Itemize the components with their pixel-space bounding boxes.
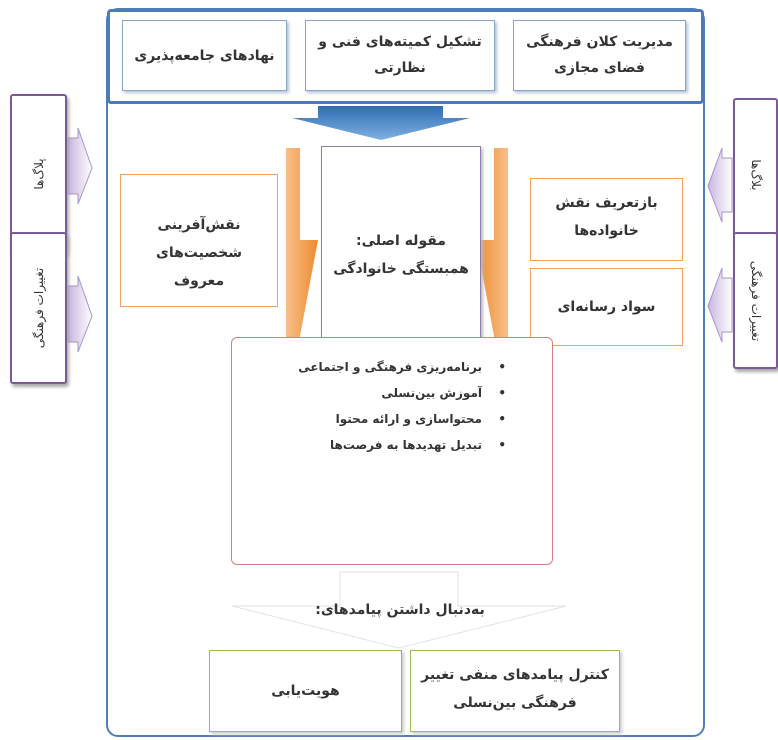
side-left-cultural-text: تغییرات فرهنگی (31, 267, 46, 349)
macro-management-text: مدیریت کلان فرهنگی فضای مجازی (526, 34, 673, 76)
left-arrow-bottom (67, 275, 93, 353)
right-arrow-top (707, 147, 733, 223)
down-arrow-lower (231, 571, 567, 649)
famous-figures-box: نقش‌آفرینی شخصیت‌های معروف (120, 174, 278, 307)
bullet-icon: • (498, 412, 506, 426)
list-item: •محتواسازی و ارائه محتوا (252, 406, 506, 432)
redefine-role-box: بازتعریف نقش خانواده‌ها (530, 178, 683, 261)
side-right-cultural-text: تغییرات فرهنگی (748, 260, 763, 341)
side-box-left-platforms: پلاگ‌ها (10, 94, 67, 254)
orange-arrow-left (286, 148, 318, 352)
bullet-icon: • (498, 386, 506, 400)
negative-consequences-text: کنترل پیامدهای منفی تغییر فرهنگی بین‌نسل… (421, 667, 609, 711)
identity-box: هویت‌یابی (209, 650, 402, 732)
core-category-label: مقوله اصلی: (356, 233, 446, 249)
consequences-label: به‌دنبال داشتن پیامدهای: (315, 602, 485, 618)
strategies-box: •برنامه‌ریزی فرهنگی و اجتماعی •آموزش بین… (231, 337, 553, 565)
socializing-institutions-text: نهادهای جامعه‌پذیری (134, 48, 275, 64)
left-arrow-top (67, 127, 93, 205)
strategies-list: •برنامه‌ریزی فرهنگی و اجتماعی •آموزش بین… (252, 354, 506, 458)
right-arrow-bottom (707, 267, 733, 343)
identity-text: هویت‌یابی (271, 683, 340, 699)
committees-text: تشکیل کمیته‌های فنی و نظارتی (318, 34, 482, 76)
media-literacy-box: سواد رسانه‌ای (530, 268, 683, 346)
socializing-institutions-box: نهادهای جامعه‌پذیری (122, 20, 287, 91)
core-category-box: مقوله اصلی: همبستگی خانوادگی (321, 146, 481, 366)
media-literacy-text: سواد رسانه‌ای (557, 299, 656, 315)
list-item: •آموزش بین‌نسلی (252, 380, 506, 406)
down-arrow-blue (292, 106, 470, 140)
committees-box: تشکیل کمیته‌های فنی و نظارتی (305, 20, 495, 91)
side-box-right-cultural: تغییرات فرهنگی (733, 232, 778, 369)
side-right-platforms-text: بلاگ‌ها (748, 159, 763, 191)
side-box-right-platforms: بلاگ‌ها (733, 98, 778, 252)
core-category-value: همبستگی خانوادگی (333, 261, 469, 277)
list-item: •تبدیل تهدیدها به فرصت‌ها (252, 432, 506, 458)
list-item: •برنامه‌ریزی فرهنگی و اجتماعی (252, 354, 506, 380)
macro-management-box: مدیریت کلان فرهنگی فضای مجازی (513, 20, 686, 91)
famous-figures-text: نقش‌آفرینی شخصیت‌های معروف (156, 217, 242, 289)
orange-arrow-right (476, 148, 508, 352)
redefine-role-text: بازتعریف نقش خانواده‌ها (555, 195, 658, 239)
side-box-left-cultural: تغییرات فرهنگی (10, 232, 67, 384)
bullet-icon: • (498, 438, 506, 452)
negative-consequences-box: کنترل پیامدهای منفی تغییر فرهنگی بین‌نسل… (410, 650, 620, 732)
side-left-platforms-text: پلاگ‌ها (31, 158, 46, 190)
bullet-icon: • (498, 360, 506, 374)
